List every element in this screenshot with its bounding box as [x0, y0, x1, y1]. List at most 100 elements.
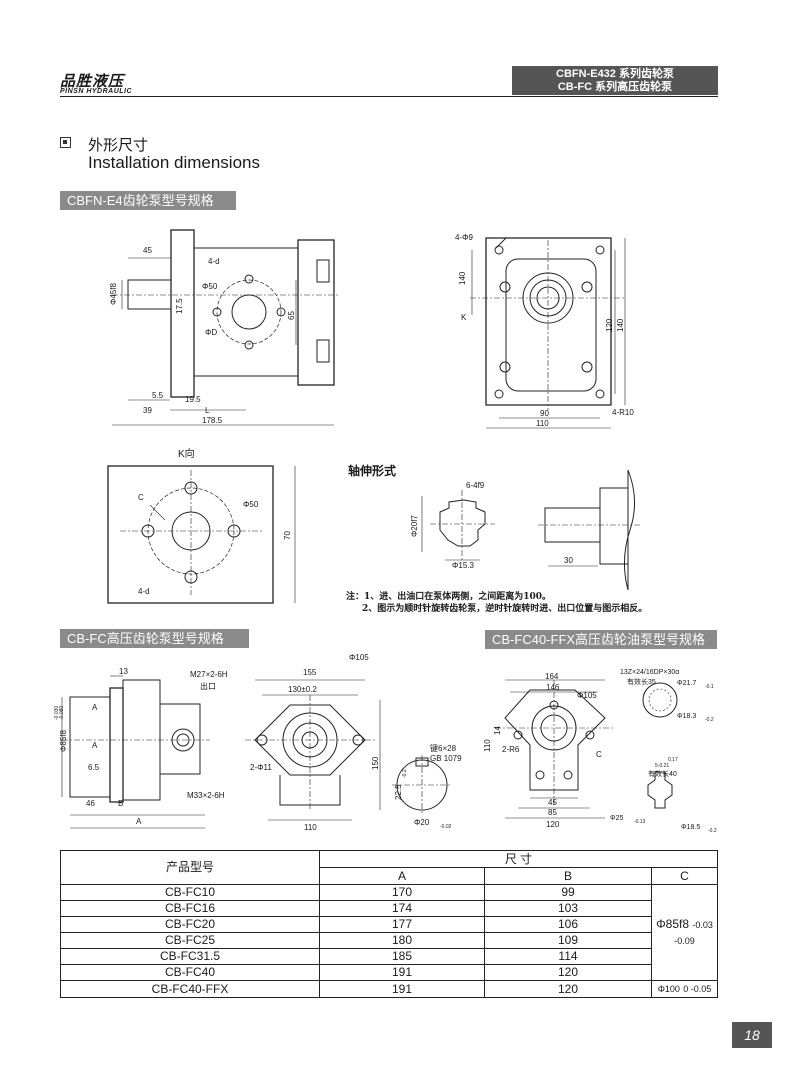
- dim-phi50-k: Φ50: [243, 500, 259, 509]
- cell-c-last-tol: 0 -0.05: [683, 984, 712, 994]
- col-a-header: A: [319, 867, 485, 885]
- cell-a: 170: [319, 884, 485, 901]
- dim-m27: M27×2-6H: [190, 670, 228, 679]
- cell-b: 120: [484, 980, 652, 998]
- dim-a-3: A: [136, 817, 142, 826]
- col-model-header: 产品型号: [60, 850, 320, 885]
- dim-l: L: [205, 406, 210, 415]
- dim-m33: M33×2-6H: [187, 791, 225, 800]
- dim-phi25-tol: -0.13: [634, 819, 646, 825]
- dim-140a: 140: [458, 271, 467, 285]
- col-c-header: C: [651, 867, 718, 885]
- dim-46: 46: [86, 799, 95, 808]
- col-size-header: 尺 寸: [319, 850, 718, 868]
- dim-5-0-21: 5-0.21: [655, 763, 669, 769]
- table-row: CB-FC16 174 103: [60, 900, 718, 917]
- cell-c-merged: Φ85f8 -0.03 -0.09: [651, 884, 718, 981]
- dim-22-5: 22.5: [394, 784, 403, 800]
- brand-name-en: PINSN HYDRAULIC: [60, 88, 133, 95]
- table-row: CB-FC20 177 106: [60, 916, 718, 933]
- table-row: CB-FC25 180 109: [60, 932, 718, 949]
- col-b-header: B: [484, 867, 652, 885]
- dim-phi50: Φ50: [202, 282, 218, 291]
- dim-k: K: [461, 313, 467, 322]
- dim-phi105-fc40: Φ105: [577, 691, 597, 700]
- dim-phi85f8-tol2: -0.080: [59, 706, 65, 720]
- cell-a: 180: [319, 932, 485, 949]
- cell-c-merged-tol: -0.03 -0.09: [674, 919, 713, 946]
- dim-14: 14: [493, 726, 502, 735]
- dim-45-fc40: 45: [548, 798, 557, 807]
- dim-phi105: Φ105: [349, 653, 369, 662]
- cell-model: CB-FC10: [60, 884, 320, 901]
- page-number: 18: [732, 1022, 772, 1048]
- dim-phi18-3: Φ18.3: [677, 713, 696, 720]
- cell-b: 106: [484, 916, 652, 933]
- cell-b: 99: [484, 884, 652, 901]
- series-title-box: CBFN-E432 系列齿轮泵 CB-FC 系列高压齿轮泵: [512, 66, 718, 95]
- series-line-1: CBFN-E432 系列齿轮泵: [556, 68, 674, 80]
- dim-phi45f8: Φ45f8: [109, 282, 118, 305]
- dim-b: B: [118, 799, 123, 808]
- series-line-2: CB-FC 系列高压齿轮泵: [557, 81, 673, 93]
- cell-b: 120: [484, 964, 652, 981]
- table-header-row: 产品型号 尺 寸: [60, 850, 718, 885]
- dim-phi21-7-tol: -0.1: [705, 684, 714, 690]
- dim-phi18-3-tol: -0.2: [705, 717, 714, 723]
- dim-85: 85: [548, 808, 557, 817]
- dim-phi-d: ΦD: [205, 328, 217, 337]
- cell-model: CB-FC31.5: [60, 948, 320, 965]
- dim-110-fc40: 110: [483, 739, 492, 752]
- dim-110-fc: 110: [304, 823, 317, 832]
- dim-13: 13: [119, 667, 128, 676]
- cell-c-last-value: Φ100: [657, 984, 680, 994]
- tag-cbfn-e4: CBFN-E4齿轮泵型号规格: [60, 191, 236, 210]
- cell-c-merged-value: Φ85f8: [656, 916, 690, 931]
- cell-a: 185: [319, 948, 485, 965]
- table-row: CB-FC40 191 120: [60, 964, 718, 981]
- dim-150: 150: [371, 756, 380, 770]
- table-row: CB-FC31.5 185 114: [60, 948, 718, 965]
- dim-c-fc40: C: [596, 750, 602, 759]
- dim-phi85f8: Φ85f8: [59, 729, 68, 752]
- dim-phi20-tol: -0.02: [440, 824, 452, 830]
- cell-model: CB-FC16: [60, 900, 320, 917]
- dim-22-5-tol: -0.2: [402, 769, 408, 778]
- dim-164: 164: [545, 672, 559, 681]
- dim-c: C: [138, 493, 144, 502]
- table-row: CB-FC10 170 99 Φ85f8 -0.03 -0.09: [60, 884, 718, 981]
- cell-c-last: Φ100 0 -0.05: [651, 980, 718, 998]
- drawing-front-view-fc40: [495, 679, 678, 819]
- shaft-form-title: 轴伸形式: [348, 464, 397, 478]
- dim-4d-k: 4-d: [138, 587, 150, 596]
- note-2: 2、图示为顺时针旋转齿轮泵，逆时针旋转时进、出口位置与图示相反。: [362, 604, 648, 614]
- drawing-front-view-fc: [245, 679, 381, 821]
- dim-phi15-3: Φ15.3: [452, 561, 475, 570]
- drawing-side-view-fc: [61, 675, 210, 829]
- cell-b: 109: [484, 932, 652, 949]
- dim-4d: 4-d: [208, 257, 220, 266]
- label-gb: GB 1079: [430, 754, 462, 763]
- brand-name-cn: 品胜液压: [60, 73, 125, 90]
- dim-140b: 140: [616, 318, 625, 332]
- dim-120-fc40: 120: [546, 820, 560, 829]
- dim-phi21-7: Φ21.7: [677, 680, 696, 687]
- dim-6-4f9: 6-4f9: [466, 481, 485, 490]
- dim-2-r6: 2-R6: [502, 745, 520, 754]
- label-eff40: 有效长40: [648, 769, 677, 778]
- cell-a: 174: [319, 900, 485, 917]
- dim-phi18-5: Φ18.5: [681, 824, 700, 831]
- cell-b: 114: [484, 948, 652, 965]
- cell-a: 177: [319, 916, 485, 933]
- drawing-shaft: [421, 469, 640, 591]
- dim-146: 146: [546, 683, 560, 692]
- dim-phi20f7: Φ20f7: [410, 514, 419, 537]
- dim-phi85f8-tol1: -0.030: [54, 706, 60, 720]
- label-eff35: 有效长35: [627, 677, 656, 686]
- cell-b: 103: [484, 900, 652, 917]
- header-rule: [60, 96, 718, 97]
- dim-70: 70: [283, 531, 292, 540]
- dim-178-5: 178.5: [202, 416, 223, 425]
- tag-cb-fc: CB-FC高压齿轮泵型号规格: [60, 629, 249, 648]
- tag-cb-fc40-ffx: CB-FC40-FFX高压齿轮油泵型号规格: [485, 630, 717, 649]
